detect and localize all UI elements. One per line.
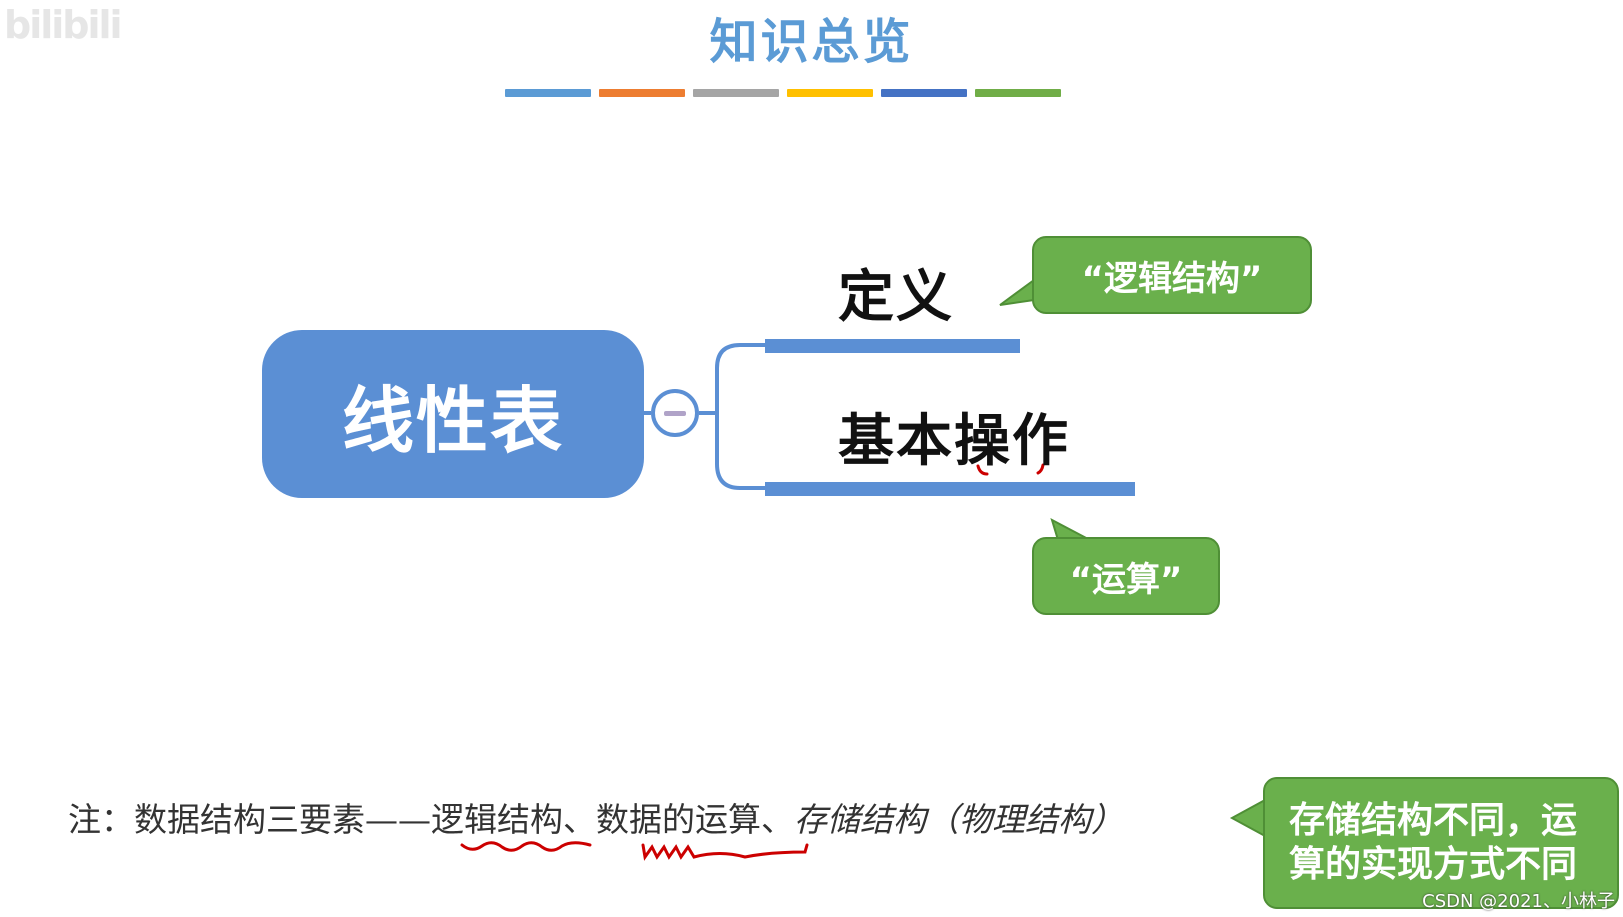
red-underline-operation (641, 843, 809, 861)
title-color-bar-5 (881, 89, 967, 97)
minus-icon (664, 410, 686, 416)
callout-storage-note-line1: 存储结构不同，运 (1289, 800, 1578, 841)
red-tick-1 (976, 464, 989, 476)
branch-definition[interactable]: 定义 (838, 265, 954, 330)
branch-bracket (715, 343, 765, 490)
callout-tail-note (1229, 798, 1266, 838)
red-tick-2 (1036, 463, 1045, 475)
callout-storage-note: 存储结构不同，运 算的实现方式不同 (1263, 777, 1619, 909)
note-text: 注：数据结构三要素——逻辑结构、数据的运算、存储结构（物理结构） (68, 793, 1124, 841)
note-prefix: 注：数据结构三要素—— (68, 800, 431, 839)
central-node[interactable]: 线性表 (262, 330, 644, 498)
page-title: 知识总览 (709, 14, 914, 70)
collapse-toggle[interactable] (651, 389, 699, 437)
title-color-bar-2 (599, 89, 685, 97)
note-storage-structure: 存储结构（物理结构） (794, 800, 1124, 839)
note-separator-2: 、 (761, 800, 794, 839)
callout-operation: “运算” (1032, 537, 1220, 615)
title-color-bar-1 (505, 89, 591, 97)
callout-logical-structure: “逻辑结构” (1032, 236, 1312, 314)
title-color-bar-3 (693, 89, 779, 97)
note-data-operation: 数据的运算 (596, 800, 761, 839)
callout-storage-note-line2: 算的实现方式不同 (1289, 844, 1578, 885)
note-separator-1: 、 (563, 800, 596, 839)
bilibili-logo: bilibili (4, 3, 123, 47)
title-color-bar-4 (787, 89, 873, 97)
central-node-label: 线性表 (341, 378, 564, 463)
callout-operation-text: “运算” (1069, 559, 1183, 600)
title-color-bars (505, 89, 1061, 97)
red-underline-logical (460, 841, 592, 852)
callout-logical-structure-text: “逻辑结构” (1081, 258, 1263, 299)
branch-basic-operations-bar (765, 482, 1135, 496)
note-logical-structure: 逻辑结构 (431, 800, 563, 839)
callout-tail-logical (999, 278, 1035, 306)
csdn-credit: CSDN @2021、小林子 (1422, 891, 1615, 912)
branch-basic-operations[interactable]: 基本操作 (838, 409, 1070, 474)
title-color-bar-6 (975, 89, 1061, 97)
branch-definition-bar (765, 339, 1020, 353)
